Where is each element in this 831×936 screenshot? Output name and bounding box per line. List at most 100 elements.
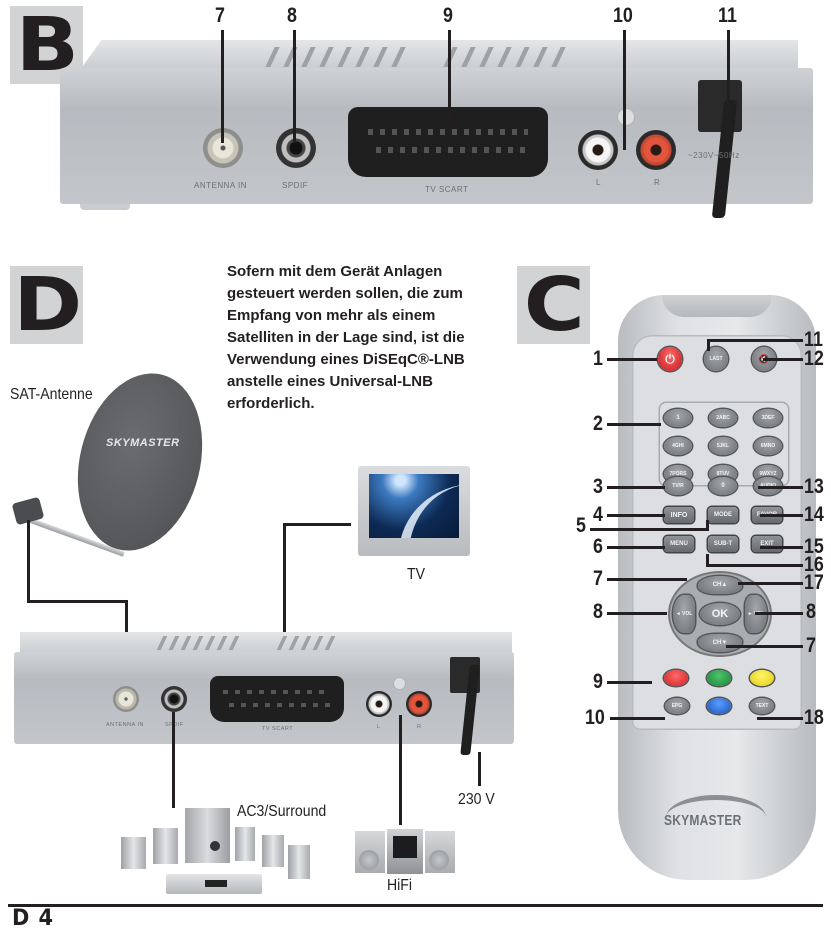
rc-leader-16 xyxy=(706,564,803,567)
rc-leader-6 xyxy=(607,546,665,549)
rc-callout-9: 9 xyxy=(593,670,603,693)
d-audio-r-label: R xyxy=(417,724,422,730)
tvr-button[interactable]: TV/R xyxy=(664,477,692,495)
ch-down-button[interactable]: CH▼ xyxy=(698,634,742,652)
rc-leader-14 xyxy=(760,514,803,517)
menu-button[interactable]: MENU xyxy=(664,536,694,552)
cable-dish-vertical xyxy=(27,520,30,602)
rc-leader-9 xyxy=(607,681,652,684)
d-ground-screw xyxy=(393,677,406,690)
rc-leader-8-right xyxy=(755,612,803,615)
remote-ir-window xyxy=(662,295,772,317)
rc-callout-1: 1 xyxy=(593,347,603,370)
hifi-speaker-left-cone xyxy=(359,850,379,870)
section-d-letter: D xyxy=(13,262,82,348)
section-c-letter: C xyxy=(524,262,585,348)
rc-callout-6: 6 xyxy=(593,535,603,558)
rc-callout-18: 18 xyxy=(804,706,824,729)
audio-r-label: R xyxy=(654,178,661,187)
remote-keypad-panel xyxy=(632,335,802,730)
speaker xyxy=(288,845,310,879)
callout-9-scart: 9 xyxy=(443,4,453,27)
d-tv-scart-label: TV SCART xyxy=(262,726,294,732)
rc-callout-13: 13 xyxy=(804,475,824,498)
rc-callout-14: 14 xyxy=(804,503,824,526)
green-key[interactable] xyxy=(707,670,731,686)
rc-callout-4: 4 xyxy=(593,503,603,526)
page-number: D 4 xyxy=(12,906,55,931)
speaker xyxy=(153,828,178,864)
tv-screen xyxy=(369,474,459,538)
rc-leader-7-down xyxy=(726,645,803,648)
red-key[interactable] xyxy=(664,670,688,686)
remote-brand-arc xyxy=(666,795,766,840)
rc-leader-18 xyxy=(757,717,803,720)
rc-callout-2: 2 xyxy=(593,412,603,435)
ac3-surround-label: AC3/Surround xyxy=(237,803,327,820)
num-1-button[interactable]: 1 xyxy=(664,409,692,427)
d-audio-r-port xyxy=(406,691,432,717)
tv-label: TV xyxy=(407,566,425,583)
ground-screw xyxy=(617,108,635,126)
rc-leader-3 xyxy=(607,486,665,489)
tv-scart-label: TV SCART xyxy=(425,185,469,194)
rc-leader-11 xyxy=(707,339,803,342)
av-receiver-display xyxy=(205,880,227,887)
subwoofer-cone xyxy=(210,841,220,851)
cable-spdif-down xyxy=(172,712,175,808)
speaker xyxy=(235,827,255,861)
num-0-button[interactable]: 0 xyxy=(709,477,737,495)
callout-11-power: 11 xyxy=(718,4,737,27)
rc-leader-16b xyxy=(706,554,709,566)
rc-callout-3: 3 xyxy=(593,475,603,498)
rc-leader-17 xyxy=(738,582,803,585)
vol-left-button[interactable]: ◄ VOL xyxy=(673,595,695,633)
ok-button[interactable]: OK xyxy=(700,603,740,625)
diseqc-note: Sofern mit dem Gerät Anlagen gesteuert w… xyxy=(227,263,465,412)
section-c-badge: C xyxy=(517,266,590,344)
last-button[interactable]: LAST xyxy=(704,347,728,371)
section-d-badge: D xyxy=(10,266,83,344)
blue-key[interactable] xyxy=(707,698,731,714)
num-6-button[interactable]: 6MNO xyxy=(754,437,782,455)
speaker xyxy=(121,837,146,869)
audio-l-port xyxy=(578,130,618,170)
num-2-button[interactable]: 2ABC xyxy=(709,409,737,427)
leader-10 xyxy=(623,30,626,150)
audio-l-label: L xyxy=(596,178,601,187)
rc-leader-8-left xyxy=(607,612,667,615)
leader-8 xyxy=(293,30,296,143)
device-top xyxy=(80,40,798,70)
subwoofer xyxy=(185,808,230,863)
leader-11 xyxy=(727,30,730,150)
mode-button[interactable]: MODE xyxy=(708,507,738,523)
subt-button[interactable]: SUB-T xyxy=(708,536,738,552)
section-b-badge: B xyxy=(10,6,83,84)
rc-leader-10 xyxy=(610,717,665,720)
d-antenna-in-label: ANTENNA IN xyxy=(106,722,145,728)
num-5-button[interactable]: 5JKL xyxy=(709,437,737,455)
ch-up-button[interactable]: CH▲ xyxy=(698,576,742,594)
rc-callout-7-down: 7 xyxy=(806,634,816,657)
cable-power-down xyxy=(478,752,481,786)
receiver-top xyxy=(20,632,512,654)
remote-control: ⏻ LAST 🔇 1 2ABC 3DEF 4GHI 5JKL 6MNO 7PQR… xyxy=(618,295,816,880)
power-button[interactable]: ⏻ xyxy=(658,347,682,371)
num-4-button[interactable]: 4GHI xyxy=(664,437,692,455)
d-audio-l-label: L xyxy=(377,724,381,730)
cable-tv-down xyxy=(283,523,286,633)
antenna-in-label: ANTENNA IN xyxy=(194,181,248,190)
exit-button[interactable]: EXIT xyxy=(752,536,782,552)
yellow-key[interactable] xyxy=(750,670,774,686)
info-button[interactable]: INFO xyxy=(664,507,694,523)
rc-callout-11: 11 xyxy=(804,328,823,351)
num-3-button[interactable]: 3DEF xyxy=(754,409,782,427)
d-tv-scart-port xyxy=(210,676,344,722)
rc-leader-5b xyxy=(706,520,709,530)
epg-button[interactable]: EPG xyxy=(665,698,689,714)
text-button[interactable]: TEXT xyxy=(750,698,774,714)
hifi-center-display xyxy=(393,836,417,858)
speaker xyxy=(262,835,284,867)
remote-brand: SKYMASTER xyxy=(664,812,742,829)
rc-callout-10: 10 xyxy=(585,706,605,729)
